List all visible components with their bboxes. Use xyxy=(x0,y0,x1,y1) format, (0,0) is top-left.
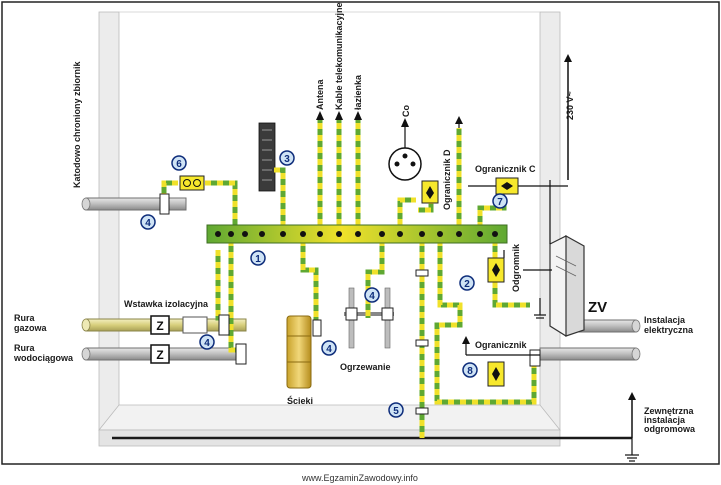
svg-text:7: 7 xyxy=(497,197,503,208)
label-antenna: Antena xyxy=(315,79,325,110)
outer-frame xyxy=(1,1,720,465)
socket-outlet xyxy=(388,125,422,181)
svg-text:4: 4 xyxy=(326,344,332,355)
label-electrical-1: Instalacja xyxy=(644,315,686,325)
svg-text:8: 8 xyxy=(467,366,473,377)
sewer-pipe xyxy=(286,315,312,389)
label-external-1: Zewnętrzna xyxy=(644,406,695,416)
label-cathodic-tank: Katodowo chroniony zbiornik xyxy=(72,61,82,188)
svg-text:1: 1 xyxy=(255,254,261,265)
label-zv: ZV xyxy=(588,299,607,316)
lightning-feed-pipe xyxy=(539,347,641,361)
svg-text:Z: Z xyxy=(156,348,163,362)
label-230v: 230 V~ xyxy=(565,91,575,120)
telecom-connection-block xyxy=(258,122,276,192)
gas-meter-z: Z xyxy=(150,315,170,335)
label-external-2: instalacja xyxy=(644,415,686,425)
label-co: Co xyxy=(401,105,411,117)
tank-pipe xyxy=(81,197,187,211)
distribution-board-zv xyxy=(549,234,585,337)
label-water-pipe-1: Rura xyxy=(14,343,35,353)
marker-6: 6 xyxy=(171,155,187,171)
mains-wiring xyxy=(455,54,572,356)
label-electrical-2: elektryczna xyxy=(644,325,694,335)
external-lightning-conductor xyxy=(625,392,639,462)
svg-text:5: 5 xyxy=(393,406,399,417)
svg-text:Z: Z xyxy=(156,319,163,333)
marker-7: 7 xyxy=(492,193,508,209)
upward-arrows xyxy=(316,111,409,127)
label-arrester: Odgromnik xyxy=(511,243,521,292)
label-gas-pipe-2: gazowa xyxy=(14,323,48,333)
arrester-box xyxy=(487,257,505,283)
surge-protector-8 xyxy=(487,361,505,387)
svg-text:6: 6 xyxy=(176,159,182,170)
marker-2: 2 xyxy=(459,275,475,291)
marker-1: 1 xyxy=(250,250,266,266)
marker-4-sewer: 4 xyxy=(321,340,337,356)
label-limiter: Ogranicznik xyxy=(475,340,528,350)
svg-text:4: 4 xyxy=(145,218,151,229)
label-limiter-c: Ogranicznik C xyxy=(475,164,536,174)
marker-4-tank: 4 xyxy=(140,214,156,230)
label-gas-pipe-1: Rura xyxy=(14,313,35,323)
marker-8: 8 xyxy=(462,362,478,378)
label-telecom-cables: Kable telekomunikacyjne xyxy=(334,2,344,110)
equipotential-busbar xyxy=(206,224,508,244)
marker-5: 5 xyxy=(388,402,404,418)
watermark: www.EgzaminZawodowy.info xyxy=(301,473,418,483)
svg-text:4: 4 xyxy=(369,291,375,302)
pipe-clamps xyxy=(159,193,541,415)
label-heating: Ogrzewanie xyxy=(340,362,391,372)
isolating-spark-gap xyxy=(179,175,205,191)
label-insulating-insert: Wstawka izolacyjna xyxy=(124,299,209,309)
svg-text:3: 3 xyxy=(284,154,290,165)
svg-text:2: 2 xyxy=(464,279,470,290)
label-limiter-d: Ogranicznik D xyxy=(442,149,452,210)
surge-protector-d xyxy=(421,180,439,204)
marker-4-water: 4 xyxy=(199,334,215,350)
surge-protector-c xyxy=(495,177,519,195)
insulating-insert xyxy=(182,316,208,334)
water-meter-z: Z xyxy=(150,344,170,364)
marker-4-heating: 4 xyxy=(364,287,380,303)
label-water-pipe-2: wodociągowa xyxy=(13,353,74,363)
label-bathroom: łazienka xyxy=(353,74,363,110)
marker-3: 3 xyxy=(279,150,295,166)
label-sewage: Ścieki xyxy=(287,395,313,406)
svg-text:4: 4 xyxy=(204,338,210,349)
label-external-3: odgromowa xyxy=(644,424,696,434)
